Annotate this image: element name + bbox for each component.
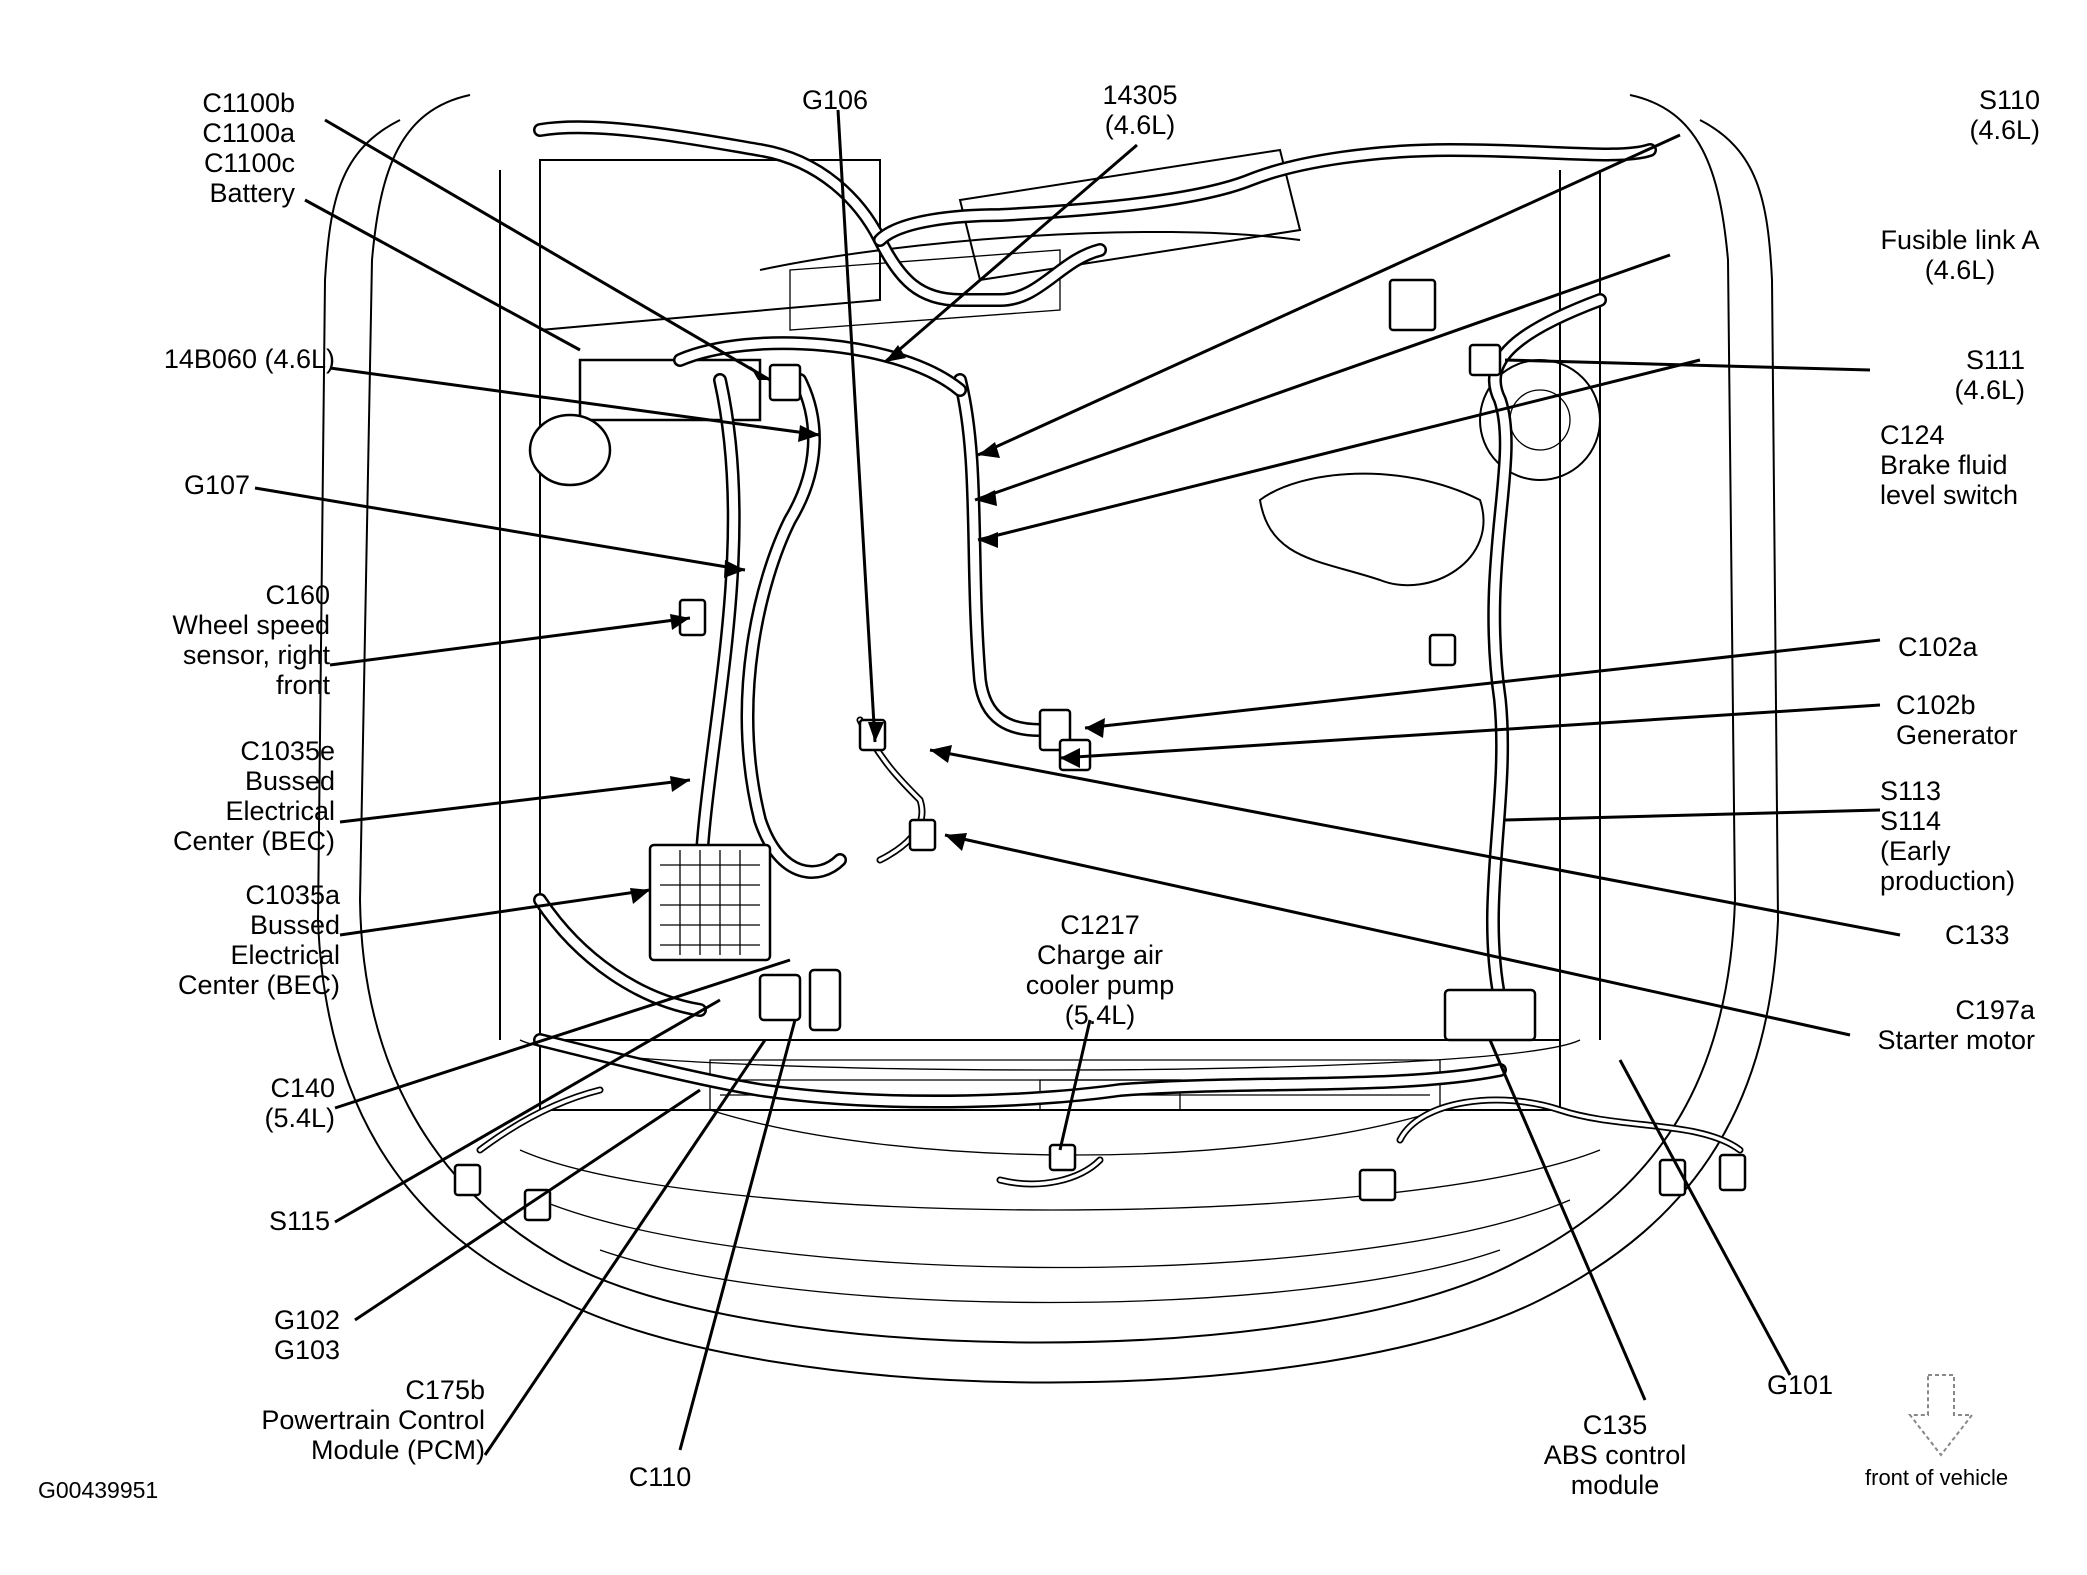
- abs-control-module: [1443, 988, 1537, 1042]
- label-generator: Generator: [1896, 720, 2018, 750]
- label-g102-g103: G102 G103: [230, 1305, 340, 1365]
- label-starter-motor: Starter motor: [1877, 1025, 2035, 1055]
- label-14b060-text: 14B060 (4.6L): [163, 344, 335, 374]
- label-s113-s114: S113 S114 (Early production): [1880, 776, 2050, 896]
- label-c1035a-bec: C1035a Bussed Electrical Center (BEC): [160, 880, 340, 1000]
- label-g102: G102: [273, 1305, 340, 1335]
- label-c1035e-bec: C1035e Bussed Electrical Center (BEC): [160, 736, 335, 856]
- label-c133-text: C133: [1945, 920, 2010, 950]
- label-14305-text: 14305: [1102, 80, 1178, 110]
- label-c1217: C1217: [1060, 910, 1140, 940]
- label-c1217-line3: cooler pump: [1025, 970, 1175, 1000]
- label-g103: G103: [273, 1335, 340, 1365]
- label-c140-engine: (5.4L): [264, 1103, 335, 1133]
- label-s110-text: S110: [1978, 85, 2040, 115]
- front-of-vehicle-label: front of vehicle: [1865, 1465, 2009, 1490]
- label-c1035a-line2: Bussed: [249, 910, 340, 940]
- label-c110: C110: [610, 1462, 710, 1492]
- label-fusible-engine: (4.6L): [1924, 255, 1996, 285]
- label-s110-engine: (4.6L): [1969, 115, 2040, 145]
- callout-leader-lines: [254, 109, 1901, 1456]
- label-c160-line2: Wheel speed: [172, 610, 330, 640]
- label-c1100a: C1100a: [202, 118, 295, 148]
- label-g106: G106: [780, 85, 890, 115]
- label-c1035e-line4: Center (BEC): [172, 826, 335, 856]
- label-s111-engine: (4.6L): [1954, 375, 2025, 405]
- label-g101: G101: [1750, 1370, 1850, 1400]
- label-c135: C135: [1582, 1410, 1648, 1440]
- bec-fuse-grid: [660, 850, 760, 955]
- label-g107: G107: [150, 470, 250, 500]
- label-c1035a: C1035a: [245, 880, 340, 910]
- label-c135-abs: C135 ABS control module: [1530, 1410, 1700, 1500]
- label-c1100-battery: C1100b C1100a C1100c Battery: [140, 88, 295, 208]
- label-c135-line2: ABS control: [1543, 1440, 1687, 1470]
- label-c1035e-line2: Bussed: [244, 766, 335, 796]
- label-c160: C160: [265, 580, 330, 610]
- label-c175b-pcm: C175b Powertrain Control Module (PCM): [200, 1375, 485, 1465]
- label-c124: C124: [1880, 420, 1945, 450]
- label-g107-text: G107: [183, 470, 250, 500]
- wiring-harness-main: [533, 120, 1657, 1109]
- label-s113-line4: production): [1880, 866, 2016, 896]
- label-c1217-line2: Charge air: [1036, 940, 1164, 970]
- label-c1100b: C1100b: [202, 88, 295, 118]
- label-c160-line3: sensor, right: [182, 640, 330, 670]
- label-14305-engine: (4.6L): [1104, 110, 1176, 140]
- label-c102a: C102a: [1898, 632, 2018, 662]
- figure-id: G00439951: [38, 1477, 159, 1503]
- bussed-electrical-center: [648, 843, 772, 962]
- label-g101-text: G101: [1766, 1370, 1834, 1400]
- label-c175b-line2: Powertrain Control: [261, 1405, 485, 1435]
- label-fusible-text: Fusible link A: [1880, 225, 2040, 255]
- label-s113: S113: [1880, 776, 1942, 806]
- label-g106-text: G106: [801, 85, 869, 115]
- label-fusible-link-a: Fusible link A (4.6L): [1860, 225, 2060, 285]
- label-c1035e-line3: Electrical: [225, 796, 335, 826]
- label-c110-text: C110: [628, 1462, 692, 1492]
- label-c1217-line4: (5.4L): [1064, 1000, 1136, 1030]
- label-c102b: C102b: [1896, 690, 1976, 720]
- label-s114: S114: [1880, 806, 1942, 836]
- label-14305: 14305 (4.6L): [1080, 80, 1200, 140]
- label-s113-line3: (Early: [1880, 836, 1951, 866]
- label-c1100c: C1100c: [203, 148, 295, 178]
- label-c1035a-line4: Center (BEC): [177, 970, 340, 1000]
- label-s110: S110 (4.6L): [1900, 85, 2040, 145]
- label-c1217-charge-air-cooler-pump: C1217 Charge air cooler pump (5.4L): [1010, 910, 1190, 1030]
- label-s111: S111 (4.6L): [1900, 345, 2025, 405]
- label-c175b-line3: Module (PCM): [310, 1435, 485, 1465]
- label-c124-line2: Brake fluid: [1880, 450, 2008, 480]
- label-s115-text: S115: [268, 1206, 330, 1236]
- label-c197a-starter-motor: C197a Starter motor: [1855, 995, 2035, 1055]
- label-c197a: C197a: [1955, 995, 2035, 1025]
- label-c1035e: C1035e: [240, 736, 335, 766]
- label-c124-line3: level switch: [1880, 480, 2019, 510]
- label-c124-brake-fluid: C124 Brake fluid level switch: [1880, 420, 2070, 510]
- label-battery: Battery: [209, 178, 295, 208]
- down-arrow-icon: [1907, 1374, 1975, 1457]
- label-c175b: C175b: [405, 1375, 485, 1405]
- label-c102a-text: C102a: [1898, 632, 1978, 662]
- label-s111-text: S111: [1965, 345, 2025, 375]
- leader-arrowheads: [630, 345, 1105, 904]
- label-s115: S115: [230, 1206, 330, 1236]
- label-14b060: 14B060 (4.6L): [100, 344, 335, 374]
- label-c140-text: C140: [270, 1073, 335, 1103]
- label-c160-line4: front: [275, 670, 330, 700]
- label-c140: C140 (5.4L): [230, 1073, 335, 1133]
- label-c1035a-line3: Electrical: [230, 940, 340, 970]
- label-c135-line3: module: [1570, 1470, 1660, 1500]
- label-c102b-generator: C102b Generator: [1896, 690, 2056, 750]
- label-c160-wheel-speed-sensor: C160 Wheel speed sensor, right front: [140, 580, 330, 700]
- label-c133: C133: [1945, 920, 2045, 950]
